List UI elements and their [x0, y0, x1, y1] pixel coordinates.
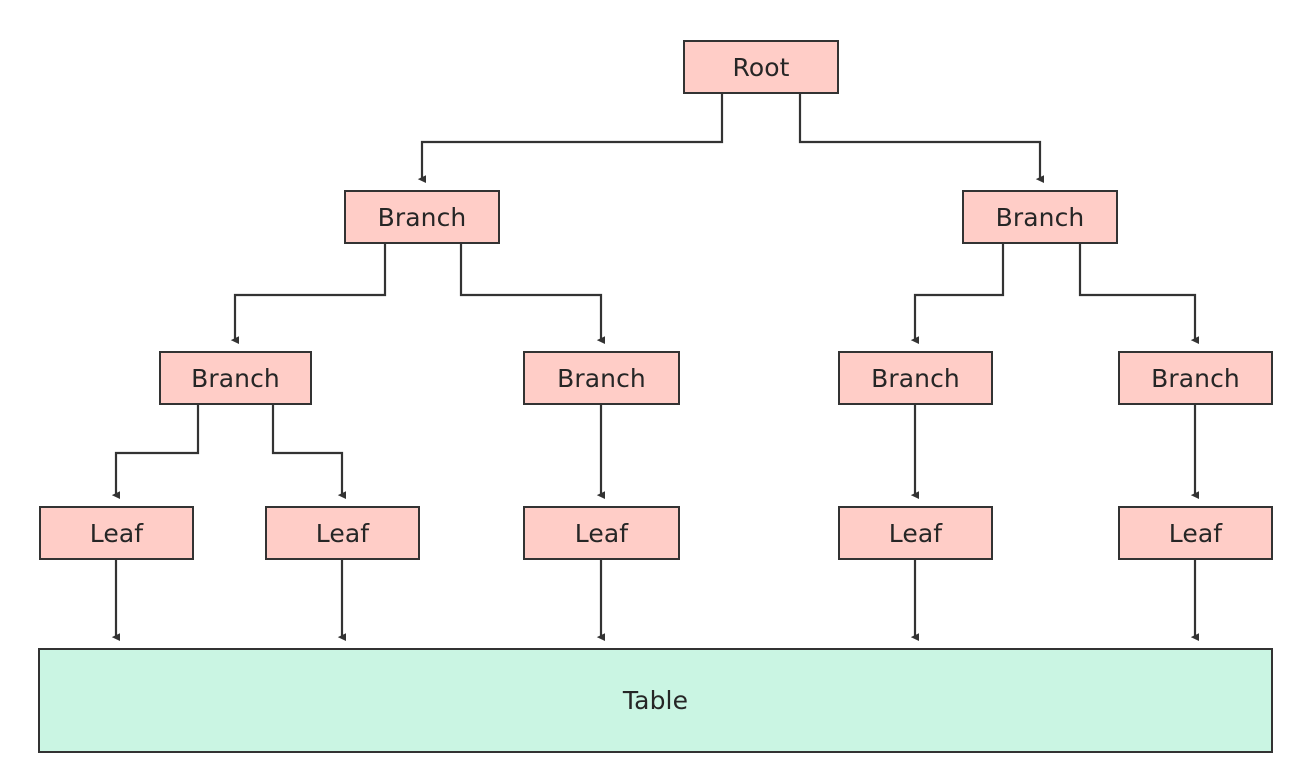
node-root-label: Root: [732, 52, 790, 82]
node-leaf-2[interactable]: Leaf: [265, 506, 420, 560]
edge-branch-left-to-b1b: [459, 244, 606, 345]
node-branch-l1-label: Branch: [191, 363, 280, 393]
node-leaf-1[interactable]: Leaf: [39, 506, 194, 560]
node-leaf-4[interactable]: Leaf: [838, 506, 993, 560]
node-branch-l2-label: Branch: [557, 363, 646, 393]
node-leaf-1-label: Leaf: [89, 518, 144, 548]
node-leaf-5-label: Leaf: [1168, 518, 1223, 548]
node-branch-r1[interactable]: Branch: [838, 351, 993, 405]
node-branch-r2[interactable]: Branch: [1118, 351, 1273, 405]
node-table-label: Table: [622, 686, 689, 715]
edge-root-to-branch-right: [798, 94, 1045, 184]
edge-branch-left-to-b1a: [230, 244, 387, 345]
edge-root-to-branch-left: [417, 94, 724, 184]
node-branch-r1-label: Branch: [871, 363, 960, 393]
node-root[interactable]: Root: [683, 40, 839, 94]
node-branch-right-label: Branch: [995, 202, 1085, 232]
node-leaf-5[interactable]: Leaf: [1118, 506, 1273, 560]
node-leaf-3-label: Leaf: [574, 518, 629, 548]
node-leaf-4-label: Leaf: [888, 518, 943, 548]
node-branch-left-label: Branch: [377, 202, 467, 232]
node-leaf-2-label: Leaf: [315, 518, 370, 548]
node-branch-r2-label: Branch: [1151, 363, 1240, 393]
node-branch-l2[interactable]: Branch: [523, 351, 680, 405]
edge-branch-right-to-b2b: [1078, 244, 1200, 345]
node-leaf-3[interactable]: Leaf: [523, 506, 680, 560]
node-branch-left[interactable]: Branch: [344, 190, 500, 244]
node-branch-l1[interactable]: Branch: [159, 351, 312, 405]
edge-b1a-to-leaf2: [271, 405, 347, 500]
edge-branch-right-to-b2a: [910, 244, 1005, 345]
node-table[interactable]: Table: [38, 648, 1273, 753]
node-branch-right[interactable]: Branch: [962, 190, 1118, 244]
edge-b1a-to-leaf1: [111, 405, 200, 500]
